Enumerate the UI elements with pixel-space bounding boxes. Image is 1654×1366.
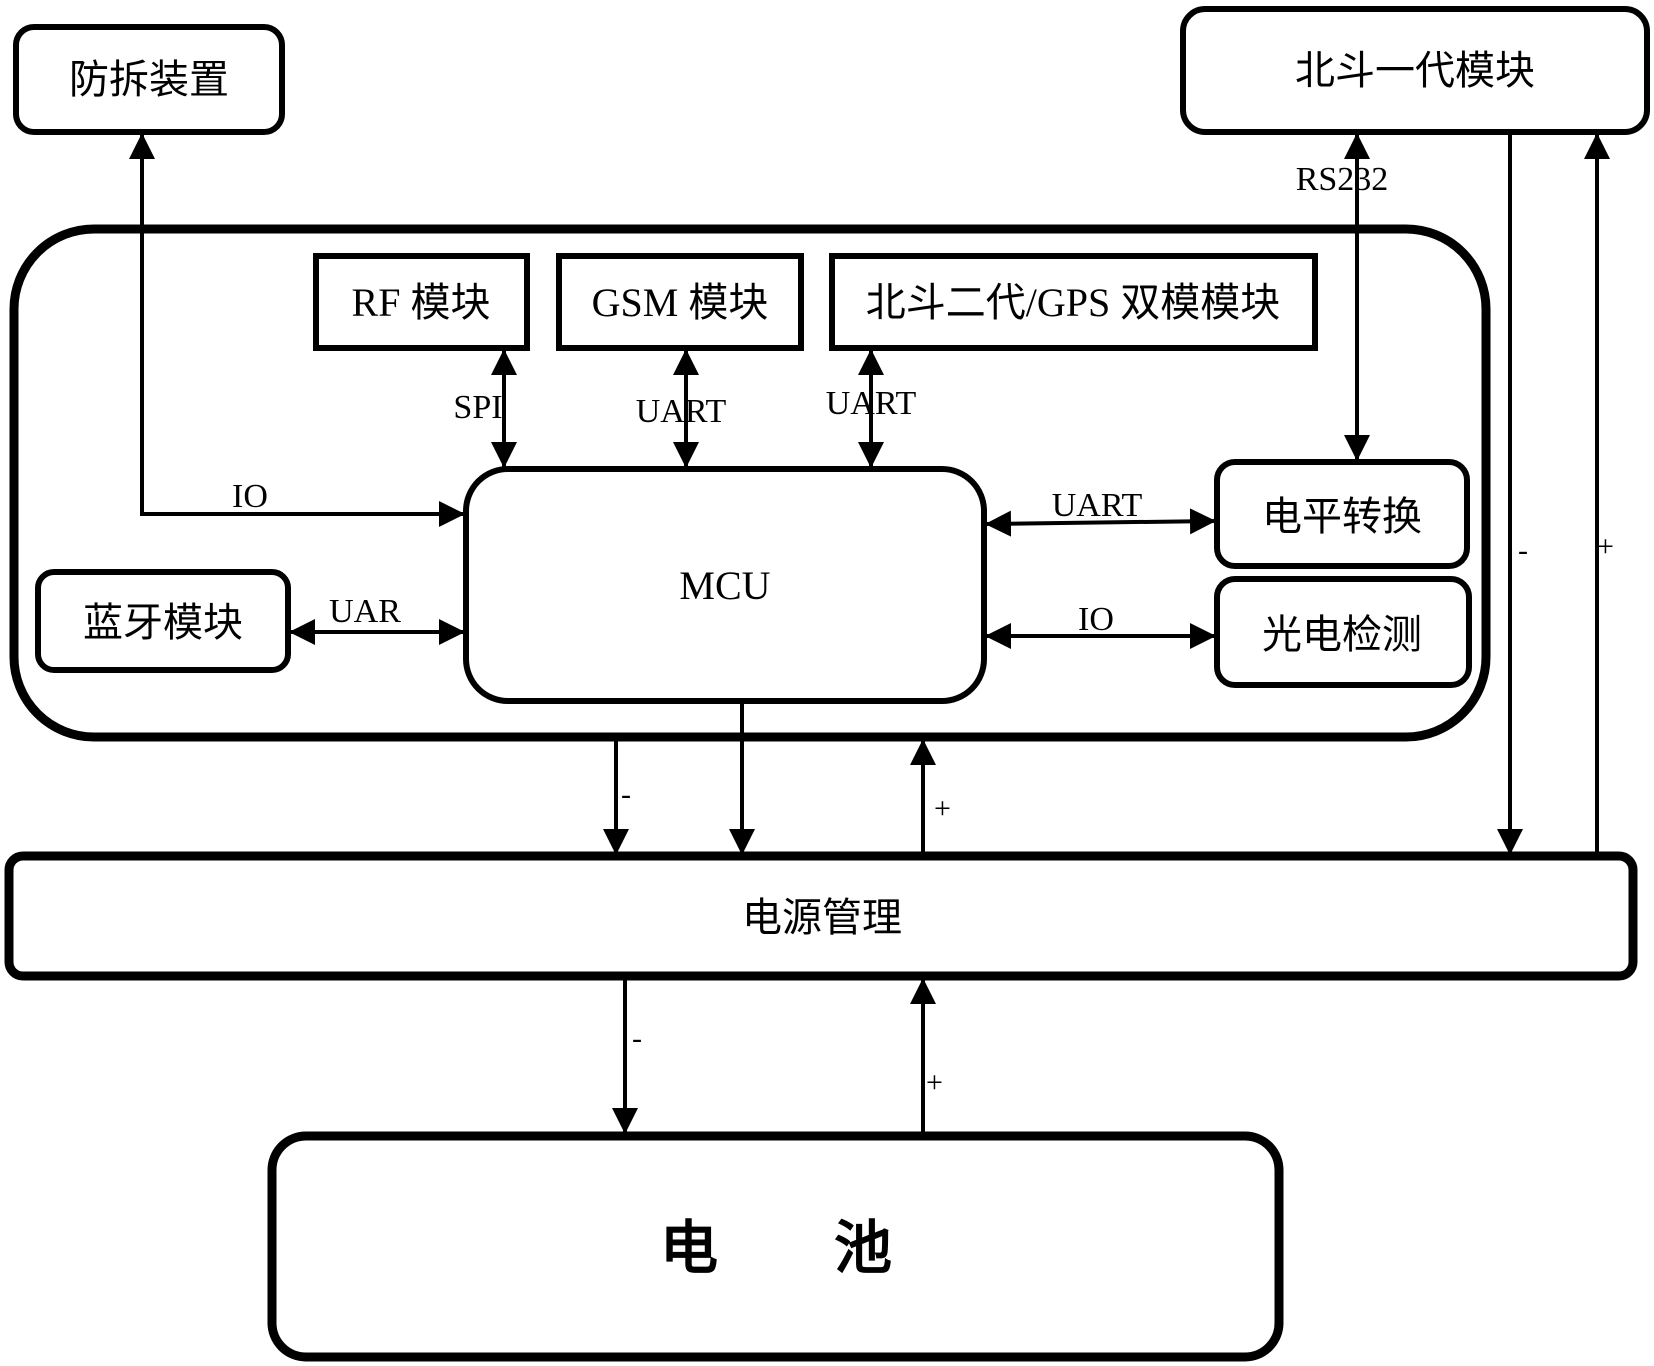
bluetooth-module-label: 蓝牙模块	[83, 600, 243, 645]
tamper-device-label: 防拆装置	[69, 57, 229, 102]
rf-module-box: RF 模块	[313, 253, 530, 351]
battery-plus-sign: +	[926, 1066, 943, 1099]
board-plus-sign: +	[934, 792, 951, 825]
gsm-module-box: GSM 模块	[556, 253, 804, 351]
tamper-io-label: IO	[232, 478, 268, 515]
gsm-module-label: GSM 模块	[592, 280, 769, 325]
mcu-box: MCU	[463, 466, 987, 704]
bd2-uart-label: UART	[826, 385, 917, 422]
rf-module-label: RF 模块	[352, 280, 491, 325]
bluetooth-uart-label: UAR	[329, 593, 401, 630]
photo-detect-box: 光电检测	[1214, 576, 1472, 688]
level-shift-uart-label: UART	[1052, 487, 1143, 524]
level-shift-box: 电平转换	[1214, 459, 1470, 569]
bluetooth-module-box: 蓝牙模块	[35, 569, 291, 673]
photo-detect-label: 光电检测	[1262, 612, 1422, 657]
power-management-box: 电源管理	[4, 851, 1638, 981]
main-board-container	[9, 224, 1491, 742]
tamper-device-box: 防拆装置	[13, 24, 285, 135]
board-minus-sign: -	[621, 778, 631, 811]
battery-minus-sign: -	[632, 1022, 642, 1055]
photo-io-label: IO	[1078, 601, 1114, 638]
beidou1-module-box: 北斗一代模块	[1180, 6, 1650, 135]
battery-label: 电 池	[660, 1214, 892, 1282]
bd1-plus-sign: +	[1597, 530, 1614, 563]
battery-box: 电 池	[267, 1131, 1284, 1362]
level-shift-uart-connector	[984, 508, 1217, 537]
power-management-label: 电源管理	[742, 895, 902, 940]
level-shift-label: 电平转换	[1262, 494, 1422, 539]
rf-spi-label: SPI	[453, 389, 502, 426]
bd1-rs232-label: RS232	[1296, 161, 1389, 198]
gsm-uart-label: UART	[636, 393, 727, 430]
mcu-label: MCU	[679, 563, 770, 608]
tamper-io-connector	[129, 133, 465, 527]
beidou1-module-label: 北斗一代模块	[1295, 48, 1535, 93]
beidou2-gps-module-box: 北斗二代/GPS 双模模块	[829, 253, 1318, 351]
bd1-minus-sign: -	[1518, 534, 1528, 567]
beidou2-gps-module-label: 北斗二代/GPS 双模模块	[866, 280, 1281, 325]
